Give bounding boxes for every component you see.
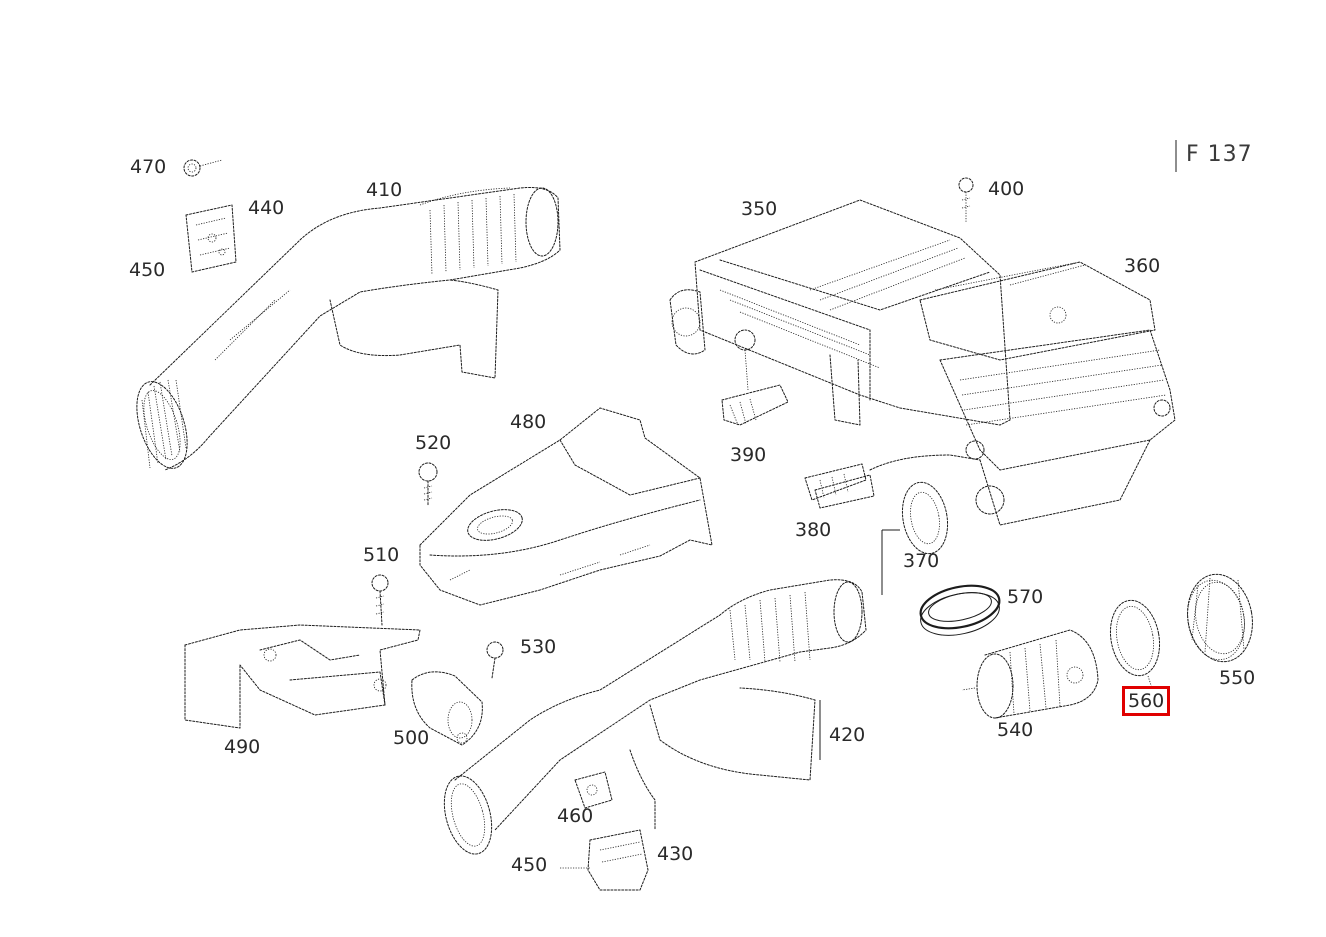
callout-420[interactable]: 420: [829, 724, 866, 746]
callout-560-highlighted[interactable]: 560: [1121, 686, 1171, 716]
part-560-clamp: [1109, 599, 1161, 689]
part-360-filter-lid: [919, 261, 1176, 526]
callout-550[interactable]: 550: [1219, 667, 1256, 689]
callout-490[interactable]: 490: [224, 736, 261, 758]
callout-380[interactable]: 380: [795, 519, 832, 541]
part-520-screw: [418, 462, 438, 506]
callout-370[interactable]: 370: [903, 550, 940, 572]
callout-530[interactable]: 530: [520, 636, 557, 658]
callout-500[interactable]: 500: [393, 727, 430, 749]
callout-450-lower[interactable]: 450: [511, 854, 548, 876]
drawing-reference: F 137: [1186, 142, 1253, 167]
part-380-hose: [804, 454, 981, 509]
part-470-bolt: [183, 159, 223, 177]
part-350-filter-housing: [669, 199, 1011, 426]
callout-410[interactable]: 410: [366, 179, 403, 201]
part-390-sensor: [721, 329, 789, 426]
callout-400[interactable]: 400: [988, 178, 1025, 200]
callout-520[interactable]: 520: [415, 432, 452, 454]
callout-480[interactable]: 480: [510, 411, 547, 433]
callout-390[interactable]: 390: [730, 444, 767, 466]
part-400-screw: [958, 177, 974, 222]
part-370-ring: [881, 481, 949, 595]
part-490-bracket: [184, 624, 421, 729]
part-570-seal: [919, 584, 1001, 636]
callout-460[interactable]: 460: [557, 805, 594, 827]
part-420-intake-duct: [443, 579, 867, 855]
part-530-screw: [486, 641, 504, 679]
part-430-holder: [560, 829, 649, 891]
part-460-bracket: [574, 771, 613, 809]
callout-540[interactable]: 540: [997, 719, 1034, 741]
callout-570[interactable]: 570: [1007, 586, 1044, 608]
part-410-intake-duct: [136, 187, 561, 471]
callout-360[interactable]: 360: [1124, 255, 1161, 277]
part-440-bracket: [185, 204, 237, 273]
callout-350[interactable]: 350: [741, 198, 778, 220]
callout-440[interactable]: 440: [248, 197, 285, 219]
callout-470[interactable]: 470: [130, 156, 167, 178]
part-550-bellows: [1187, 573, 1253, 663]
part-540-sleeve: [961, 629, 1099, 719]
callout-450-upper[interactable]: 450: [129, 259, 166, 281]
callout-430[interactable]: 430: [657, 843, 694, 865]
part-510-screw: [371, 574, 389, 626]
callout-510[interactable]: 510: [363, 544, 400, 566]
part-480-cover: [419, 407, 713, 606]
part-500-coupling: [411, 671, 483, 746]
